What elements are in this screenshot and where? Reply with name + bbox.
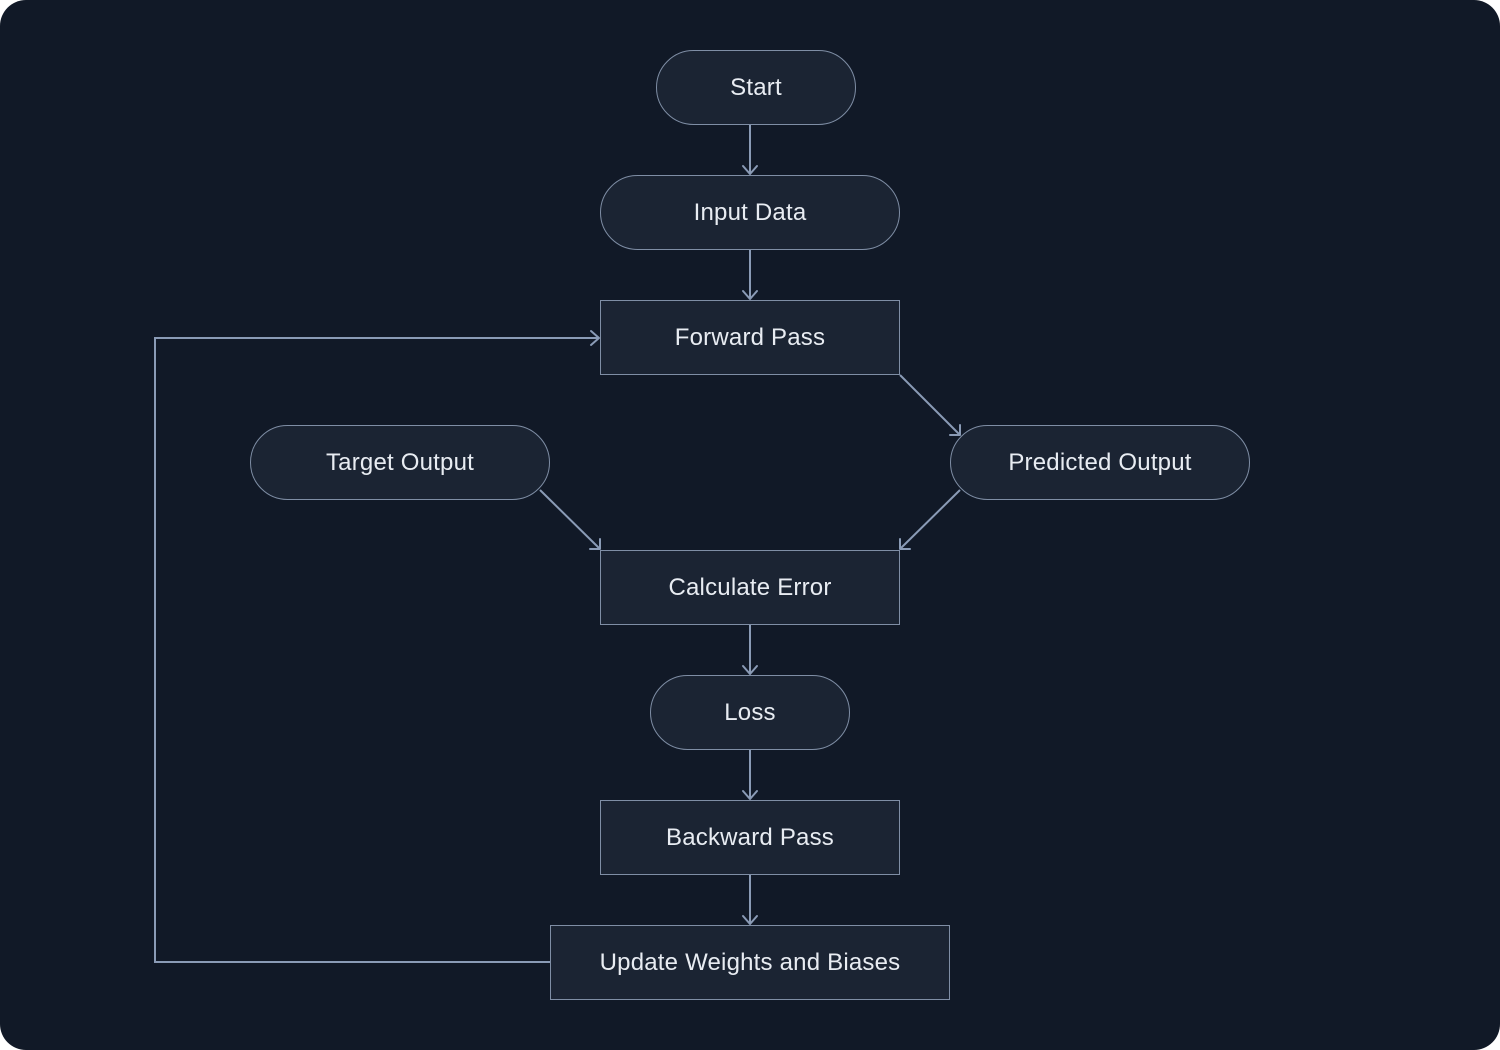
node-target-output: Target Output <box>250 425 550 500</box>
node-input-data: Input Data <box>600 175 900 250</box>
node-backward-pass: Backward Pass <box>600 800 900 875</box>
edge-start-to-input-data <box>742 125 758 175</box>
node-predicted-output: Predicted Output <box>950 425 1250 500</box>
edge-input-data-to-forward-pass <box>742 250 758 300</box>
edge-backward-pass-to-update-weights <box>742 875 758 925</box>
edge-target-output-to-calculate-error <box>539 489 601 550</box>
edge-predicted-output-to-calculate-error <box>899 489 961 550</box>
node-loss: Loss <box>650 675 850 750</box>
node-forward-pass: Forward Pass <box>600 300 900 375</box>
node-calculate-error: Calculate Error <box>600 550 900 625</box>
node-update-weights: Update Weights and Biases <box>550 925 950 1000</box>
edge-loss-to-backward-pass <box>742 750 758 800</box>
node-start: Start <box>656 50 856 125</box>
edge-calculate-error-to-loss <box>742 625 758 675</box>
edge-forward-pass-to-predicted-output <box>899 374 961 436</box>
